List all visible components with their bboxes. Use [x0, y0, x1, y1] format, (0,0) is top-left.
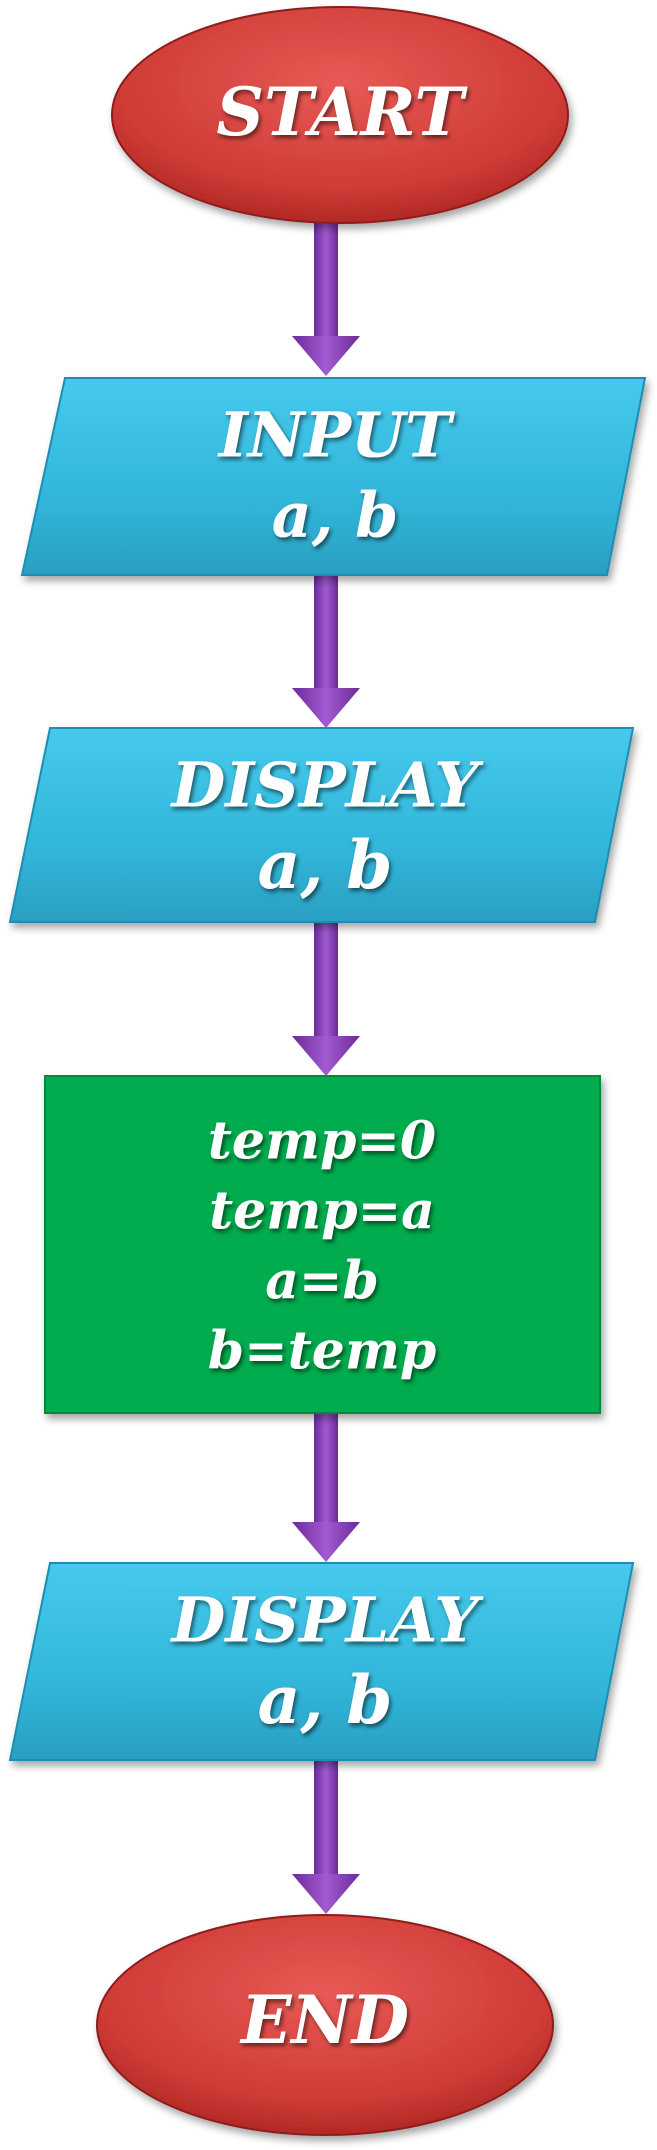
arrow-input-to-display [292, 575, 360, 728]
end-label: END [239, 1981, 409, 2059]
input-vars: a, b [272, 479, 399, 552]
display-node-2: DISPLAY a, b [8, 1562, 635, 1761]
process-line-2: temp=a [209, 1181, 435, 1242]
end-terminal: END [96, 1914, 554, 2136]
process-node: temp=0 temp=a a=b b=temp [44, 1075, 601, 1414]
display-2-label: DISPLAY [169, 1584, 484, 1657]
display-1-vars: a, b [258, 826, 393, 904]
process-line-1: temp=0 [208, 1111, 436, 1172]
start-label: START [216, 73, 468, 151]
arrow-display-to-end [292, 1760, 360, 1914]
display-2-vars: a, b [258, 1661, 393, 1739]
arrow-process-to-display [292, 1413, 360, 1562]
process-line-4: b=temp [208, 1321, 436, 1382]
input-label: INPUT [217, 399, 455, 472]
display-1-label: DISPLAY [169, 749, 484, 822]
display-node-1: DISPLAY a, b [8, 727, 635, 923]
start-terminal: START [111, 6, 569, 224]
arrow-display-to-process [292, 922, 360, 1076]
arrow-start-to-input [292, 220, 360, 376]
process-line-3: a=b [265, 1251, 379, 1312]
input-node: INPUT a, b [20, 377, 647, 576]
